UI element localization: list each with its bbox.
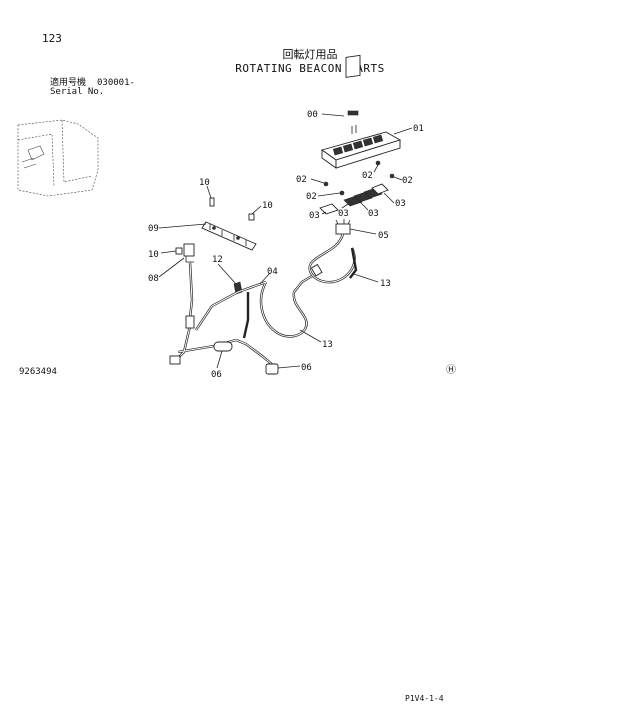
- callout-05: 05: [378, 231, 389, 241]
- harness-bracket: [201, 221, 257, 251]
- harness-main: [169, 261, 313, 375]
- callout-10: 10: [262, 201, 273, 211]
- relay: [335, 219, 351, 235]
- cab-thumbnail: [17, 119, 99, 197]
- callout-10: 10: [199, 178, 210, 188]
- callout-03: 03: [395, 199, 406, 209]
- callout-13: 13: [380, 279, 391, 289]
- callout-06: 06: [211, 370, 222, 380]
- title-english: ROTATING BEACON PARTS: [235, 62, 385, 75]
- switch-caps: [319, 183, 389, 215]
- serial-value: 030001-: [97, 78, 135, 88]
- callout-01: 01: [413, 124, 424, 134]
- page-number: 123: [42, 32, 62, 45]
- callout-02: 02: [306, 192, 317, 202]
- rotating-beacon-switch: [345, 54, 361, 134]
- callout-00: 00: [307, 110, 318, 120]
- drawing-number: 9263494: [19, 367, 57, 377]
- connector-08: [183, 243, 195, 263]
- leader-lines: [158, 113, 413, 369]
- callout-02: 02: [296, 175, 307, 185]
- callout-04: 04: [267, 267, 278, 277]
- serial-label-english: Serial No.: [50, 87, 105, 97]
- harness-13-right: [308, 233, 358, 284]
- callout-13: 13: [322, 340, 333, 350]
- title-japanese: 回転灯用品: [282, 48, 338, 61]
- switch-panel: [320, 131, 402, 169]
- callout-10: 10: [148, 250, 159, 260]
- callout-03: 03: [338, 209, 349, 219]
- callout-06: 06: [301, 363, 312, 373]
- page-code: P1V4-1-4: [405, 694, 444, 703]
- hitachi-logo-icon: Ⓗ: [446, 364, 456, 376]
- panel-screws: [323, 160, 395, 196]
- callout-02: 02: [362, 171, 373, 181]
- serial-label-japanese: 適用号機: [50, 78, 87, 88]
- callout-03: 03: [309, 211, 320, 221]
- callout-08: 08: [148, 274, 159, 284]
- callout-09: 09: [148, 224, 159, 234]
- callout-03: 03: [368, 209, 379, 219]
- callout-12: 12: [212, 255, 223, 265]
- callout-02: 02: [402, 176, 413, 186]
